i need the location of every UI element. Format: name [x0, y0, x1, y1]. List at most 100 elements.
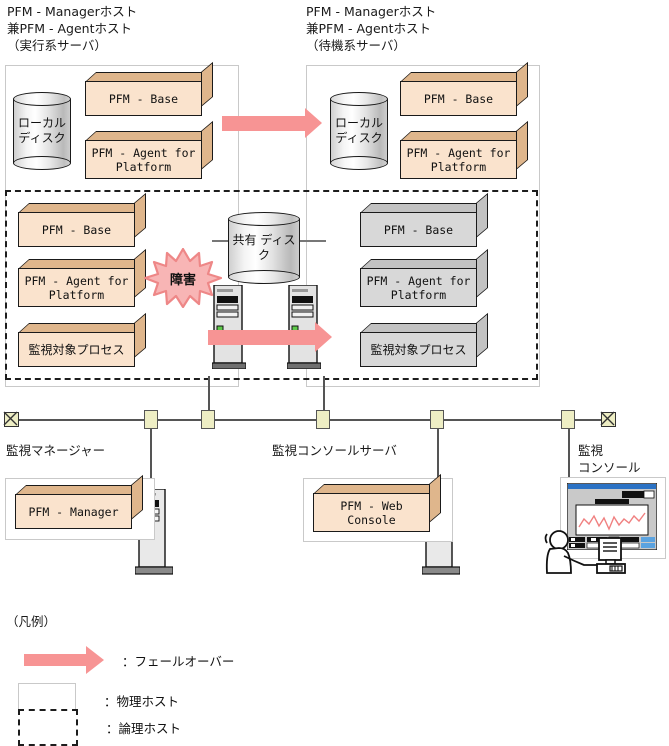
- box-side-face: [476, 192, 488, 238]
- cylinder-bottom: [13, 156, 71, 170]
- failover-arrow-icon: [24, 646, 104, 674]
- box-label: PFM - Manager: [15, 494, 132, 529]
- bus-terminator-left: [3, 411, 19, 427]
- standby-host-title: PFM - Managerホスト 兼PFM - Agentホスト （待機系サーバ…: [306, 4, 437, 53]
- box-label: PFM - Agent for Platform: [18, 268, 135, 307]
- cylinder-bottom: [330, 156, 388, 170]
- legend-title: （凡例）: [6, 614, 57, 629]
- operator-graphic: [544, 530, 626, 574]
- console-screen: [566, 482, 658, 551]
- box-side-face: [516, 61, 528, 107]
- console-screen-graphic: [566, 482, 658, 551]
- local-disk-label: ローカル ディスク: [334, 116, 383, 145]
- shared-disk: 共有 ディスク: [228, 212, 300, 284]
- box-logical-pfm-base-active: PFM - Base: [18, 192, 147, 247]
- legend-label: ：物理ホスト: [104, 693, 180, 709]
- box-logical-pfm-agent-active: PFM - Agent for Platform: [18, 248, 147, 307]
- arrow-shaft: [208, 329, 315, 345]
- box-side-face: [516, 120, 528, 170]
- box-label: PFM - Agent for Platform: [400, 140, 517, 179]
- cylinder-top: [228, 212, 300, 226]
- bus-connector-console: [561, 410, 575, 429]
- bus-drop-active-cluster: [208, 376, 210, 420]
- terminator-cross-icon: [600, 411, 615, 426]
- local-disk-standby: ローカル ディスク: [330, 92, 388, 170]
- box-pfm-base-active: PFM - Base: [85, 61, 214, 116]
- box-side-face: [476, 248, 488, 298]
- failure-label: 障害: [169, 272, 196, 288]
- local-disk-active: ローカル ディスク: [13, 92, 71, 170]
- shared-disk-link-right: [296, 240, 326, 242]
- failure-starburst: 障害: [144, 248, 222, 308]
- box-label: PFM - Base: [18, 212, 135, 247]
- operator-figure: [540, 528, 650, 578]
- box-side-face: [429, 473, 441, 523]
- bus-connector-console-server: [430, 410, 444, 429]
- legend-label: ：論理ホスト: [106, 720, 182, 736]
- legend-item-failover: ：フェールオーバー: [18, 643, 318, 677]
- tower-graphic: [211, 284, 247, 370]
- arrow-shaft: [222, 115, 305, 131]
- box-logical-pfm-base-standby: PFM - Base: [360, 192, 489, 247]
- bus-drop-standby-cluster: [323, 376, 325, 420]
- console-label: 監視 コンソール: [578, 443, 641, 475]
- arrow-shaft: [24, 654, 86, 666]
- bus-drop-manager: [150, 419, 152, 519]
- box-label: PFM - Agent for Platform: [360, 268, 477, 307]
- shared-disk-link-left: [212, 240, 242, 242]
- cylinder-bottom: [228, 270, 300, 284]
- box-side-face: [134, 192, 146, 238]
- manager-node-label: 監視マネージャー: [6, 443, 106, 458]
- bus-drop-console: [568, 419, 570, 479]
- cylinder-body: [13, 99, 71, 163]
- shared-disk-label: 共有 ディスク: [232, 233, 296, 262]
- cluster-node-standby-tower: [286, 284, 322, 370]
- cylinder-body: [228, 219, 300, 277]
- box-pfm-base-standby: PFM - Base: [400, 61, 529, 116]
- tower-graphic: [286, 284, 322, 370]
- arrow-head: [315, 322, 332, 352]
- box-label: PFM - Agent for Platform: [85, 140, 202, 179]
- bus-connector-manager: [144, 410, 158, 429]
- box-pfm-web-console: PFM - Web Console: [313, 473, 442, 532]
- box-side-face: [476, 312, 488, 358]
- logical-host-boundary: [5, 190, 538, 380]
- box-label: 監視対象プロセス: [360, 332, 477, 367]
- active-host-title: PFM - Managerホスト 兼PFM - Agentホスト （実行系サーバ…: [7, 4, 138, 53]
- box-logical-monitored-process-standby: 監視対象プロセス: [360, 312, 489, 367]
- cluster-node-active-tower: [211, 284, 247, 370]
- box-side-face: [201, 61, 213, 107]
- local-disk-label: ローカル ディスク: [17, 116, 66, 145]
- box-label: PFM - Base: [85, 81, 202, 116]
- legend-item-logical-host: ：論理ホスト: [18, 708, 318, 746]
- box-logical-pfm-agent-standby: PFM - Agent for Platform: [360, 248, 489, 307]
- legend-label: ：フェールオーバー: [122, 653, 235, 669]
- failover-arrow-bottom: [208, 322, 332, 352]
- box-side-face: [131, 474, 143, 520]
- failover-arrow-top: [222, 108, 322, 138]
- box-label: PFM - Base: [400, 81, 517, 116]
- box-pfm-manager: PFM - Manager: [15, 474, 144, 529]
- console-server-label: 監視コンソールサーバ: [272, 443, 397, 458]
- arrow-head: [86, 646, 104, 674]
- box-logical-monitored-process-active: 監視対象プロセス: [18, 312, 147, 367]
- cylinder-body: [330, 99, 388, 163]
- logical-host-box-icon: [18, 708, 78, 746]
- box-side-face: [134, 312, 146, 358]
- box-label: PFM - Web Console: [313, 493, 430, 532]
- bus-connector-standby-cluster: [316, 410, 330, 429]
- box-label: PFM - Base: [360, 212, 477, 247]
- network-bus-line: [10, 419, 610, 421]
- box-pfm-agent-standby: PFM - Agent for Platform: [400, 120, 529, 179]
- bus-connector-active-cluster: [201, 410, 215, 429]
- box-pfm-agent-active: PFM - Agent for Platform: [85, 120, 214, 179]
- cylinder-top: [330, 92, 388, 106]
- box-label: 監視対象プロセス: [18, 332, 135, 367]
- bus-drop-console-server: [437, 419, 439, 519]
- bus-terminator-right: [600, 411, 616, 427]
- cylinder-top: [13, 92, 71, 106]
- arrow-head: [305, 108, 322, 138]
- box-side-face: [201, 120, 213, 170]
- terminator-cross-icon: [3, 411, 18, 426]
- starburst-shape: [144, 248, 222, 308]
